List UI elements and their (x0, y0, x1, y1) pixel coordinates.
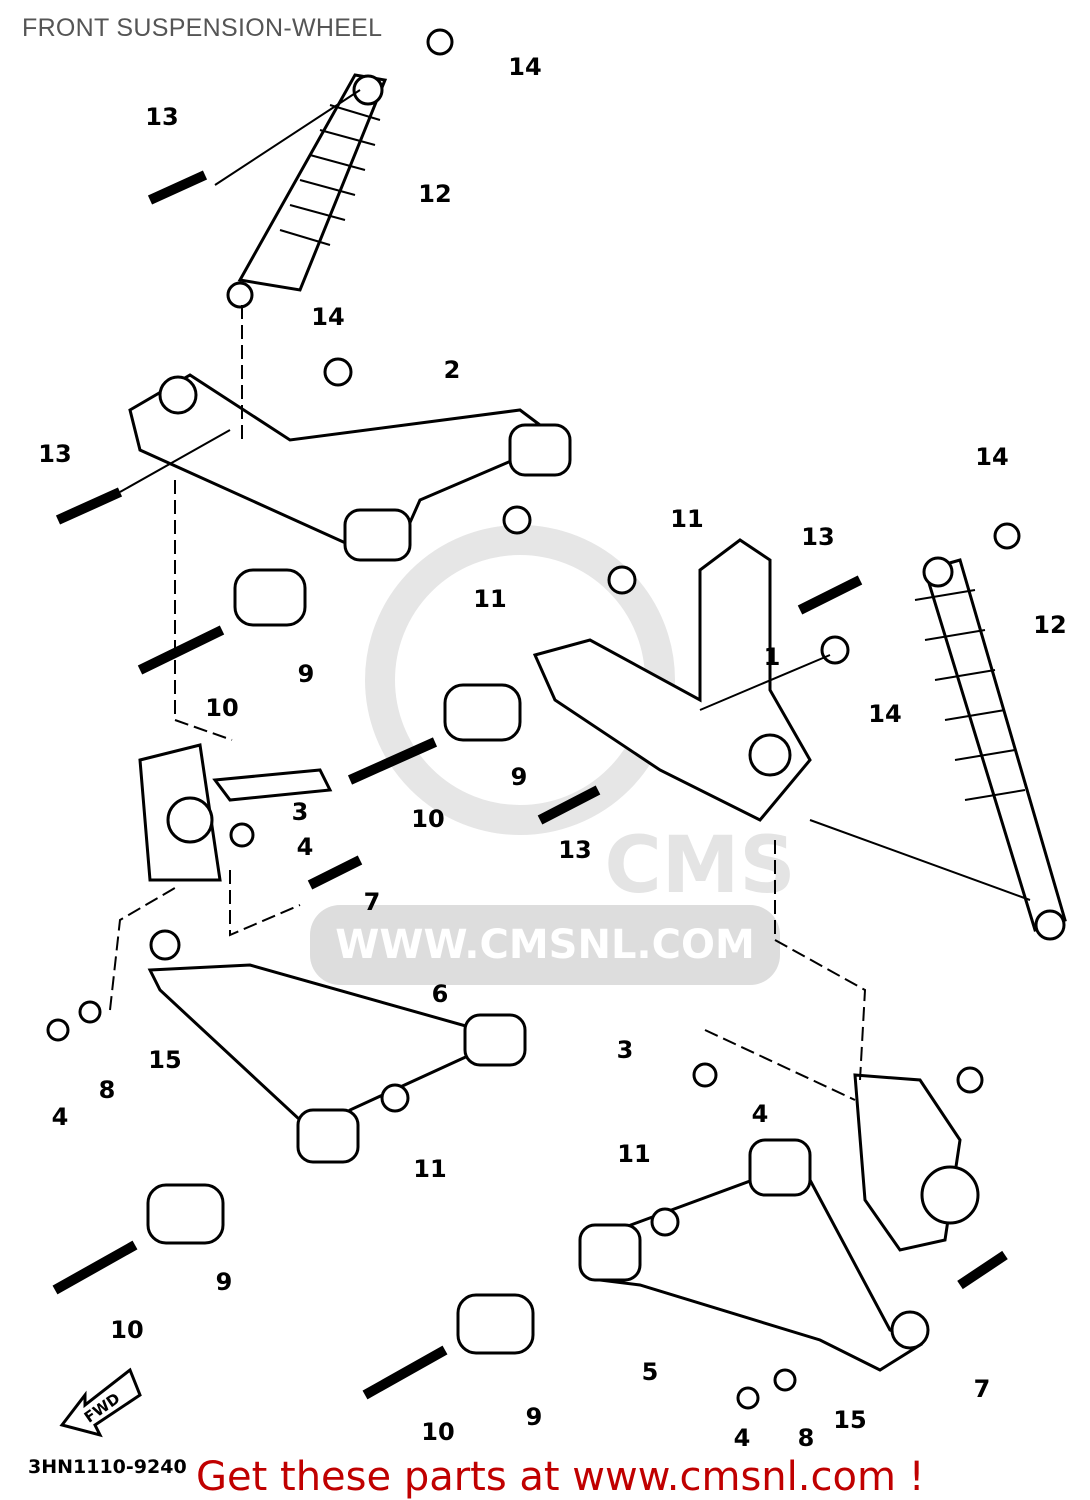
callout-14: 14 (868, 700, 901, 728)
callout-13: 13 (801, 523, 834, 551)
callout-15: 15 (833, 1406, 866, 1434)
callout-4: 4 (752, 1100, 769, 1128)
callout-3: 3 (617, 1036, 634, 1064)
callout-14: 14 (311, 303, 344, 331)
callout-4: 4 (297, 833, 314, 861)
callout-15: 15 (148, 1046, 181, 1074)
callout-6: 6 (432, 980, 449, 1008)
callout-11: 11 (473, 585, 506, 613)
diagram-code: 3HN1110-9240 (28, 1456, 187, 1478)
shock-absorber-left (226, 73, 388, 309)
callout-11: 11 (413, 1155, 446, 1183)
callout-4: 4 (52, 1103, 69, 1131)
diagram-title: FRONT SUSPENSION-WHEEL (22, 14, 383, 42)
upper-arm-left (128, 373, 572, 562)
callout-1: 1 (764, 643, 781, 671)
promo-link[interactable]: Get these parts at www.cmsnl.com ! (196, 1454, 925, 1500)
watermark-url: WWW.CMSNL.COM (335, 922, 755, 968)
callout-10: 10 (411, 805, 444, 833)
callout-13: 13 (145, 103, 178, 131)
callout-labels: 1413121421311910111314121149103471361584… (38, 53, 1066, 1452)
callout-4: 4 (734, 1424, 751, 1452)
bolts (52, 170, 1008, 1400)
callout-14: 14 (508, 53, 541, 81)
callout-9: 9 (298, 660, 315, 688)
callout-9: 9 (216, 1268, 233, 1296)
callout-13: 13 (558, 836, 591, 864)
callout-13: 13 (38, 440, 71, 468)
fwd-arrow: FWD (59, 1367, 142, 1438)
callout-11: 11 (617, 1140, 650, 1168)
callout-11: 11 (670, 505, 703, 533)
callout-9: 9 (511, 763, 528, 791)
callout-5: 5 (642, 1358, 659, 1386)
upper-arm-right (532, 538, 812, 822)
callout-12: 12 (418, 180, 451, 208)
knuckle-right (853, 1066, 984, 1252)
nuts (46, 28, 1021, 1410)
bushings (146, 568, 535, 1355)
callout-3: 3 (292, 798, 309, 826)
callout-10: 10 (205, 694, 238, 722)
callout-7: 7 (364, 888, 381, 916)
callout-10: 10 (421, 1418, 454, 1446)
callout-2: 2 (444, 356, 461, 384)
knuckle-left (138, 743, 333, 882)
shock-absorber-right (914, 556, 1067, 941)
callout-9: 9 (526, 1403, 543, 1431)
callout-14: 14 (975, 443, 1008, 471)
callout-12: 12 (1033, 611, 1066, 639)
watermark-logo: CMS (604, 821, 795, 911)
callout-8: 8 (798, 1424, 815, 1452)
callout-10: 10 (110, 1316, 143, 1344)
callout-8: 8 (99, 1076, 116, 1104)
callout-7: 7 (974, 1375, 991, 1403)
assembly-lines (109, 89, 1031, 1101)
